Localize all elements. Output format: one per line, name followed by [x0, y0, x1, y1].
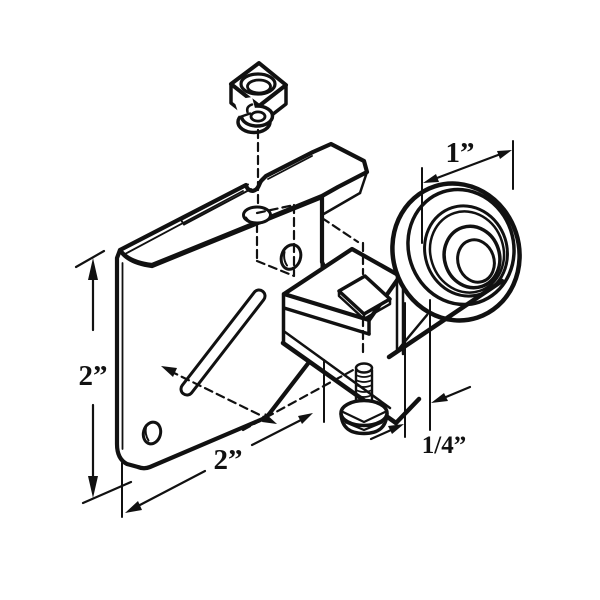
nut-hole-inner	[246, 78, 272, 95]
screw-head-chevron-1	[341, 410, 387, 424]
offset-arrow-left	[388, 424, 404, 434]
adjustment-screw	[339, 362, 389, 436]
plate-height-arrow-down	[88, 476, 98, 498]
washer-hole	[249, 110, 267, 123]
roller-diameter-label: 1”	[446, 137, 475, 169]
roller-housing	[395, 274, 405, 356]
screw-head-top	[339, 398, 389, 428]
plate-width-arrow-right	[298, 413, 313, 424]
plate-height-label: 2”	[79, 360, 108, 392]
hidden-line-arrowheads	[161, 366, 277, 424]
diagonal-slot-inner	[182, 291, 264, 394]
dimension-plate-width	[121, 359, 325, 518]
dimension-roller-diameter	[421, 140, 514, 244]
hidden-clamp-edges	[320, 216, 365, 276]
flange-seam-right	[267, 155, 313, 180]
clamp-strip-fill	[283, 293, 369, 335]
offset-arrow-right	[431, 393, 448, 403]
roller-dia-arrow-right	[497, 150, 512, 159]
dimension-offset	[369, 299, 472, 441]
flange-slot-lower	[183, 188, 252, 226]
plate-height-tick-top	[74, 249, 106, 269]
plate-width-label: 2”	[214, 444, 243, 476]
roller-wheel	[390, 181, 522, 323]
plate-width-line-left	[136, 469, 207, 508]
flange-seam-left	[124, 190, 244, 255]
clamp-band-rightcap	[393, 396, 422, 426]
clamp-strip-bottom	[282, 306, 371, 336]
screw-threads	[355, 374, 373, 403]
flange-right-edge-a	[358, 170, 369, 195]
offset-arrow-tail-right	[444, 385, 472, 399]
screw-shank-top	[354, 362, 374, 374]
flange-slot-endcap	[180, 219, 185, 226]
roller-dia-line	[427, 150, 508, 183]
offset-width-label: 1/4”	[422, 432, 466, 459]
roller-dia-arrow-left	[423, 174, 439, 183]
offset-arrow-tail-left	[369, 429, 392, 441]
housing-arm	[386, 278, 505, 360]
washer-coil-end-bottom	[238, 112, 252, 119]
flange-slot-upper	[180, 183, 249, 221]
hidden-bracket-outline	[255, 203, 296, 278]
plate-hole-upper-depth	[283, 251, 288, 267]
slot-arrow-head-left	[161, 366, 177, 377]
plate-width-line-right	[250, 418, 303, 447]
hidden-lines	[168, 128, 365, 432]
plate-height-arrow-up	[88, 258, 98, 280]
housing-arm-bottom-edge	[386, 278, 505, 360]
slot-adjust-arrow-line	[168, 369, 270, 421]
roller-bore	[456, 238, 496, 284]
plate-hole-lower-depth	[144, 426, 150, 442]
clamp-lower-band-fill	[283, 306, 420, 424]
screw-path-centerline	[241, 367, 357, 432]
flange-right-edge-b	[320, 191, 362, 217]
dimension-plate-height	[74, 249, 133, 505]
plate-width-arrow-left	[125, 501, 142, 513]
bracket-plate	[114, 194, 336, 471]
lock-washer	[234, 97, 275, 135]
screw-head-chevron-2	[344, 421, 384, 432]
flange-top-face	[117, 141, 370, 268]
slot-arrow-head-right	[262, 413, 277, 424]
washer-coil-end-top	[245, 103, 254, 114]
housing-arm-top-edge	[395, 313, 429, 353]
